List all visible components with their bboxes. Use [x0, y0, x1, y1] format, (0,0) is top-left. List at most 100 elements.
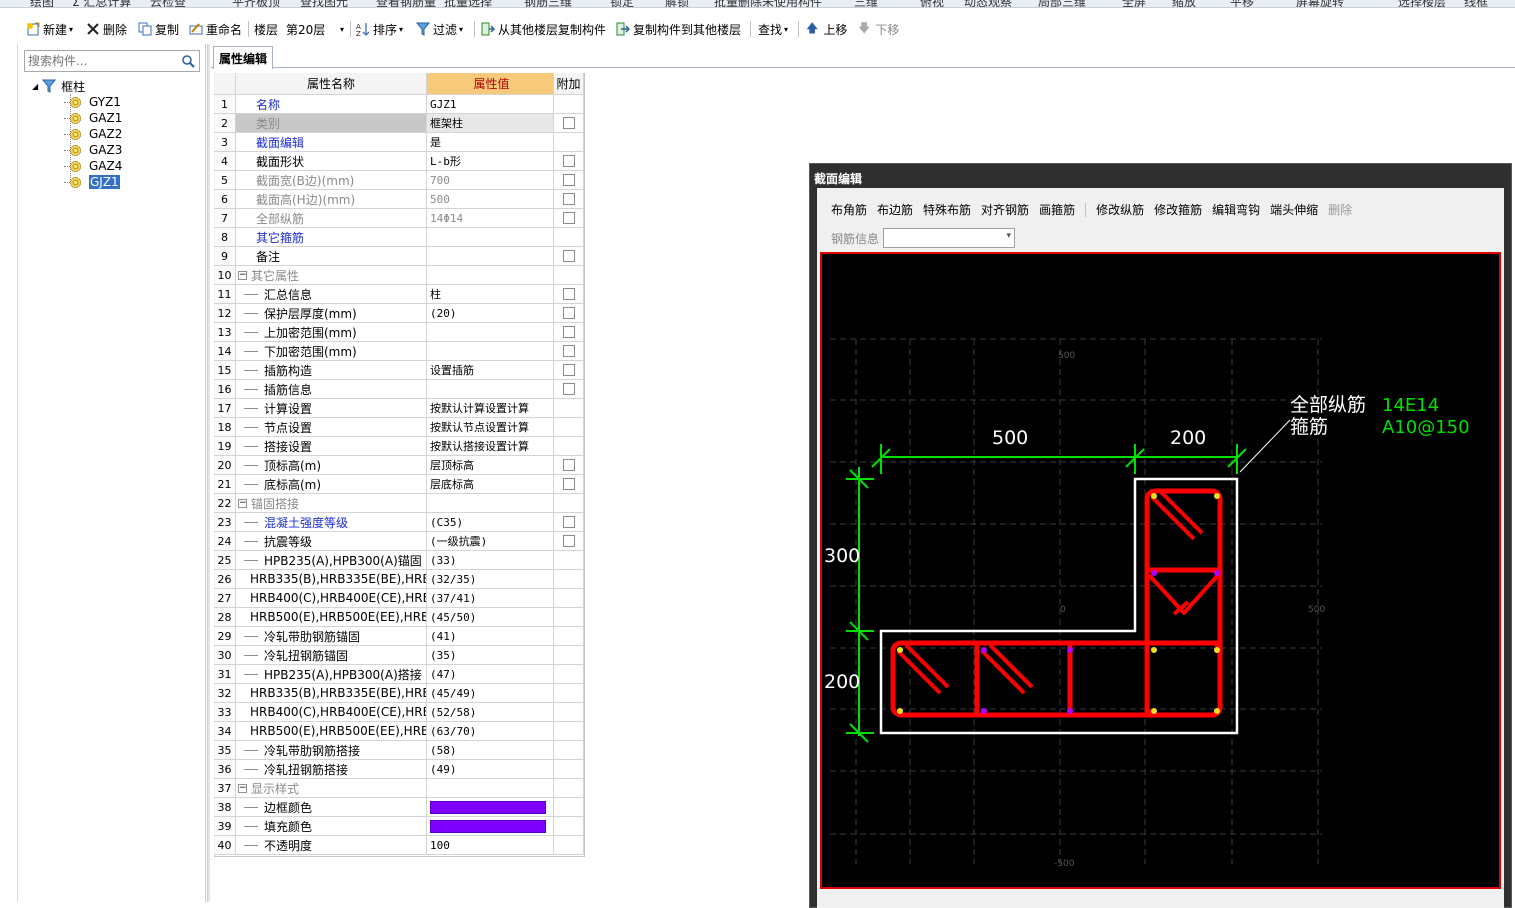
- property-value-cell[interactable]: 柱: [427, 285, 554, 303]
- property-value-cell[interactable]: 100: [427, 836, 554, 854]
- property-value-cell[interactable]: 层顶标高: [427, 456, 554, 474]
- property-value-cell[interactable]: (33): [427, 551, 554, 569]
- property-value-cell[interactable]: 按默认搭接设置计算: [427, 437, 554, 455]
- panel-splitter[interactable]: [207, 44, 210, 902]
- find-button[interactable]: 查找▾: [758, 22, 789, 37]
- property-value-cell[interactable]: (41): [427, 627, 554, 645]
- property-value-cell[interactable]: [427, 380, 554, 398]
- extra-checkbox[interactable]: [562, 459, 575, 471]
- property-value-cell[interactable]: [427, 817, 554, 835]
- rename-button[interactable]: 重命名: [189, 20, 242, 38]
- property-value-cell[interactable]: 层底标高: [427, 475, 554, 493]
- top-strip-item[interactable]: 三维: [854, 0, 879, 8]
- extra-checkbox[interactable]: [562, 307, 575, 319]
- extra-checkbox[interactable]: [562, 117, 575, 129]
- tree-item[interactable]: GJZ1: [64, 174, 120, 190]
- top-strip-item[interactable]: 查找图元: [300, 0, 349, 8]
- tree-item[interactable]: GAZ3: [64, 142, 122, 158]
- top-strip-item[interactable]: 俯视: [920, 0, 945, 8]
- top-strip-item[interactable]: 解锁: [665, 0, 690, 8]
- property-value-cell[interactable]: [427, 494, 554, 512]
- tree-root[interactable]: ◢框柱: [32, 78, 85, 94]
- collapse-icon[interactable]: ◢: [32, 81, 39, 91]
- extra-checkbox[interactable]: [562, 535, 575, 547]
- property-value-cell[interactable]: [427, 228, 554, 246]
- property-value-cell[interactable]: (45/49): [427, 684, 554, 702]
- property-value-cell[interactable]: (63/70): [427, 722, 554, 740]
- property-value-cell[interactable]: (一级抗震): [427, 532, 554, 550]
- tab-property-edit[interactable]: 属性编辑: [213, 46, 273, 69]
- top-strip-item[interactable]: 平移: [1230, 0, 1255, 8]
- top-strip-item[interactable]: 选择楼层: [1398, 0, 1447, 8]
- property-value-cell[interactable]: 是: [427, 133, 554, 151]
- top-strip-item[interactable]: 全屏: [1122, 0, 1147, 8]
- property-value-cell[interactable]: [427, 266, 554, 284]
- top-strip-item[interactable]: 线框: [1464, 0, 1489, 8]
- top-strip-item[interactable]: 平齐板顶: [232, 0, 281, 8]
- extra-checkbox[interactable]: [562, 478, 575, 490]
- property-value-cell[interactable]: (47): [427, 665, 554, 683]
- property-value-cell[interactable]: (37/41): [427, 589, 554, 607]
- section-tool-button[interactable]: 布边筋: [877, 203, 914, 217]
- top-strip-item[interactable]: 缩放: [1172, 0, 1197, 8]
- section-tool-button[interactable]: 修改纵筋: [1096, 203, 1145, 217]
- color-swatch[interactable]: [430, 819, 546, 833]
- rebar-info-select[interactable]: [883, 228, 1016, 248]
- top-strip-item[interactable]: 批量选择: [444, 0, 493, 8]
- filter-button[interactable]: 过滤▾: [416, 20, 463, 38]
- new-button[interactable]: 新建▾: [26, 20, 73, 38]
- property-value-cell[interactable]: 500: [427, 190, 554, 208]
- color-swatch[interactable]: [430, 800, 546, 814]
- group-collapse-icon[interactable]: −: [238, 782, 247, 793]
- extra-checkbox[interactable]: [562, 516, 575, 528]
- section-tool-button[interactable]: 编辑弯钩: [1212, 203, 1261, 217]
- extra-checkbox[interactable]: [562, 383, 575, 395]
- floor-select[interactable]: 第20层▾: [286, 22, 344, 37]
- top-strip-item[interactable]: 局部三维: [1038, 0, 1087, 8]
- property-value-cell[interactable]: (C35): [427, 513, 554, 531]
- extra-checkbox[interactable]: [562, 193, 575, 205]
- top-strip-item[interactable]: 批量删除未使用构件: [714, 0, 823, 8]
- search-input[interactable]: [25, 52, 175, 70]
- search-icon[interactable]: [179, 53, 197, 69]
- move-up-button[interactable]: 🡅上移: [806, 20, 847, 38]
- delete-button[interactable]: 删除: [86, 20, 127, 38]
- property-value-cell[interactable]: (58): [427, 741, 554, 759]
- top-strip-item[interactable]: 锁定: [610, 0, 635, 8]
- section-tool-button[interactable]: 对齐钢筋: [981, 203, 1030, 217]
- property-value-cell[interactable]: (49): [427, 760, 554, 778]
- property-row[interactable]: 10−其它属性: [214, 266, 584, 285]
- copy-to-floor-button[interactable]: 复制构件到其他楼层: [616, 20, 741, 38]
- extra-checkbox[interactable]: [562, 364, 575, 376]
- property-value-cell[interactable]: (32/35): [427, 570, 554, 588]
- move-down-button[interactable]: 🡇下移: [858, 20, 899, 38]
- extra-checkbox[interactable]: [562, 326, 575, 338]
- section-tool-button[interactable]: 画箍筋: [1039, 203, 1076, 217]
- copy-button[interactable]: 复制: [138, 20, 179, 38]
- section-tool-button[interactable]: 布角筋: [831, 203, 868, 217]
